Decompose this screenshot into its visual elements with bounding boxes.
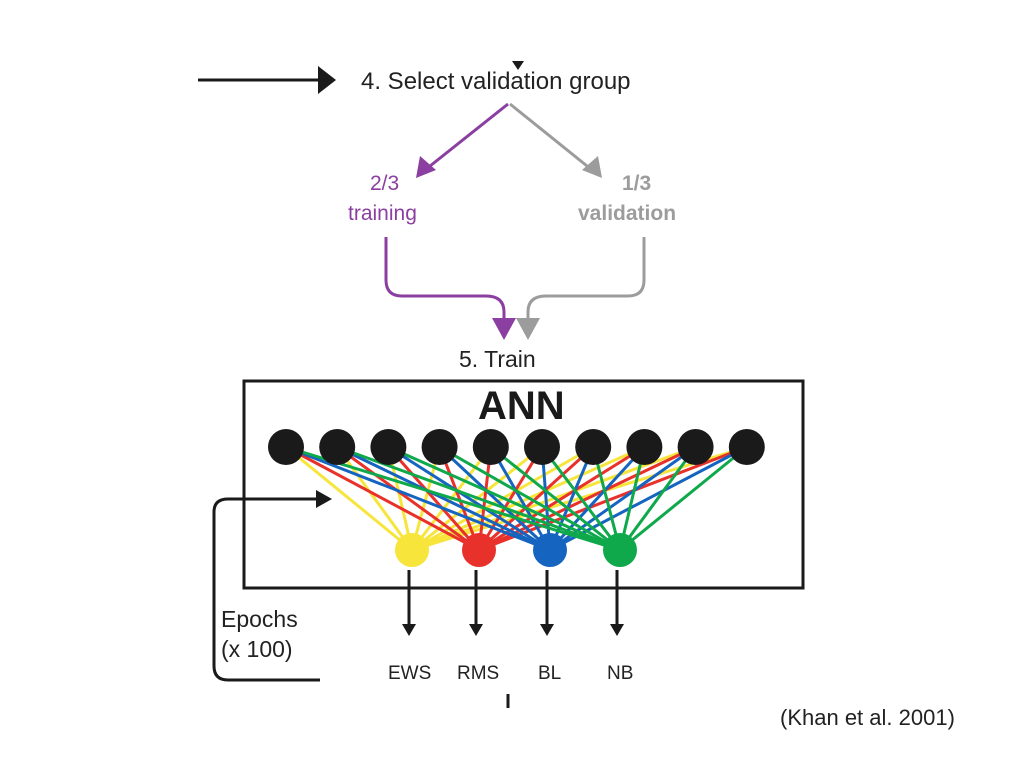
input-node-4 [421,429,458,465]
output-arrow-head-bl [540,624,554,636]
incoming-arrow [198,66,336,94]
connection-bl-5 [489,446,552,551]
ann-title: ANN [478,384,565,428]
output-arrows [402,570,624,636]
step-4-title: 4. Select validation group [361,68,631,95]
training-label: training [348,202,417,225]
input-node-6 [524,429,560,465]
output-label-bl: BL [538,663,562,684]
output-label-ews: EWS [388,663,432,684]
connection-bl-2 [336,445,551,552]
connection-bl-1 [285,445,551,552]
connection-nb-3 [387,445,621,552]
network-connections [285,445,748,552]
connection-nb-4 [438,445,621,552]
input-node-10 [728,429,765,465]
validation-merge-arrow [516,237,646,340]
top-marker-icon [512,61,524,70]
input-node-1 [268,429,304,465]
input-node-5 [472,429,509,465]
epochs-loop-arrow [212,490,332,682]
training-merge-arrow [384,237,516,340]
connection-ews-2 [335,446,414,551]
step-5-title: 5. Train [459,346,536,372]
citation: (Khan et al. 2001) [780,705,955,730]
input-node-9 [677,429,714,465]
connection-nb-6 [540,446,622,551]
connection-nb-9 [618,446,697,551]
input-node-2 [319,429,356,465]
input-node-3 [370,429,407,465]
output-node-rms [462,533,496,567]
validation-split-arrow [509,102,602,178]
connection-rms-2 [336,445,480,552]
input-node-8 [626,429,663,465]
input-layer [268,429,765,465]
connection-rms-4 [438,446,481,551]
output-arrow-head-ews [402,624,416,636]
output-node-ews [395,533,429,567]
output-label-nb: NB [607,663,634,684]
connection-rms-7 [477,445,595,552]
output-layer [395,533,637,567]
connection-rms-6 [477,446,544,551]
output-arrow-head-nb [610,624,624,636]
input-node-7 [575,429,612,465]
connection-rms-1 [285,445,480,552]
training-fraction: 2/3 [370,172,400,195]
training-split-arrow [416,102,509,178]
output-node-bl [533,533,567,567]
epochs-label-line1: Epochs [221,606,298,632]
output-arrow-head-rms [469,624,483,636]
connection-rms-3 [387,446,481,551]
output-label-rms: RMS [457,663,500,684]
epochs-label: Epochs (x 100) [221,604,298,664]
connection-bl-3 [387,445,551,552]
connection-nb-10 [619,445,748,552]
connection-nb-5 [489,445,621,552]
output-node-nb [603,533,637,567]
validation-label: validation [578,202,677,225]
ann-box [242,379,805,590]
connection-bl-4 [438,445,552,552]
validation-fraction: 1/3 [622,172,652,195]
epochs-label-line2: (x 100) [221,636,293,662]
connection-ews-1 [285,445,413,552]
connection-bl-7 [548,446,595,551]
